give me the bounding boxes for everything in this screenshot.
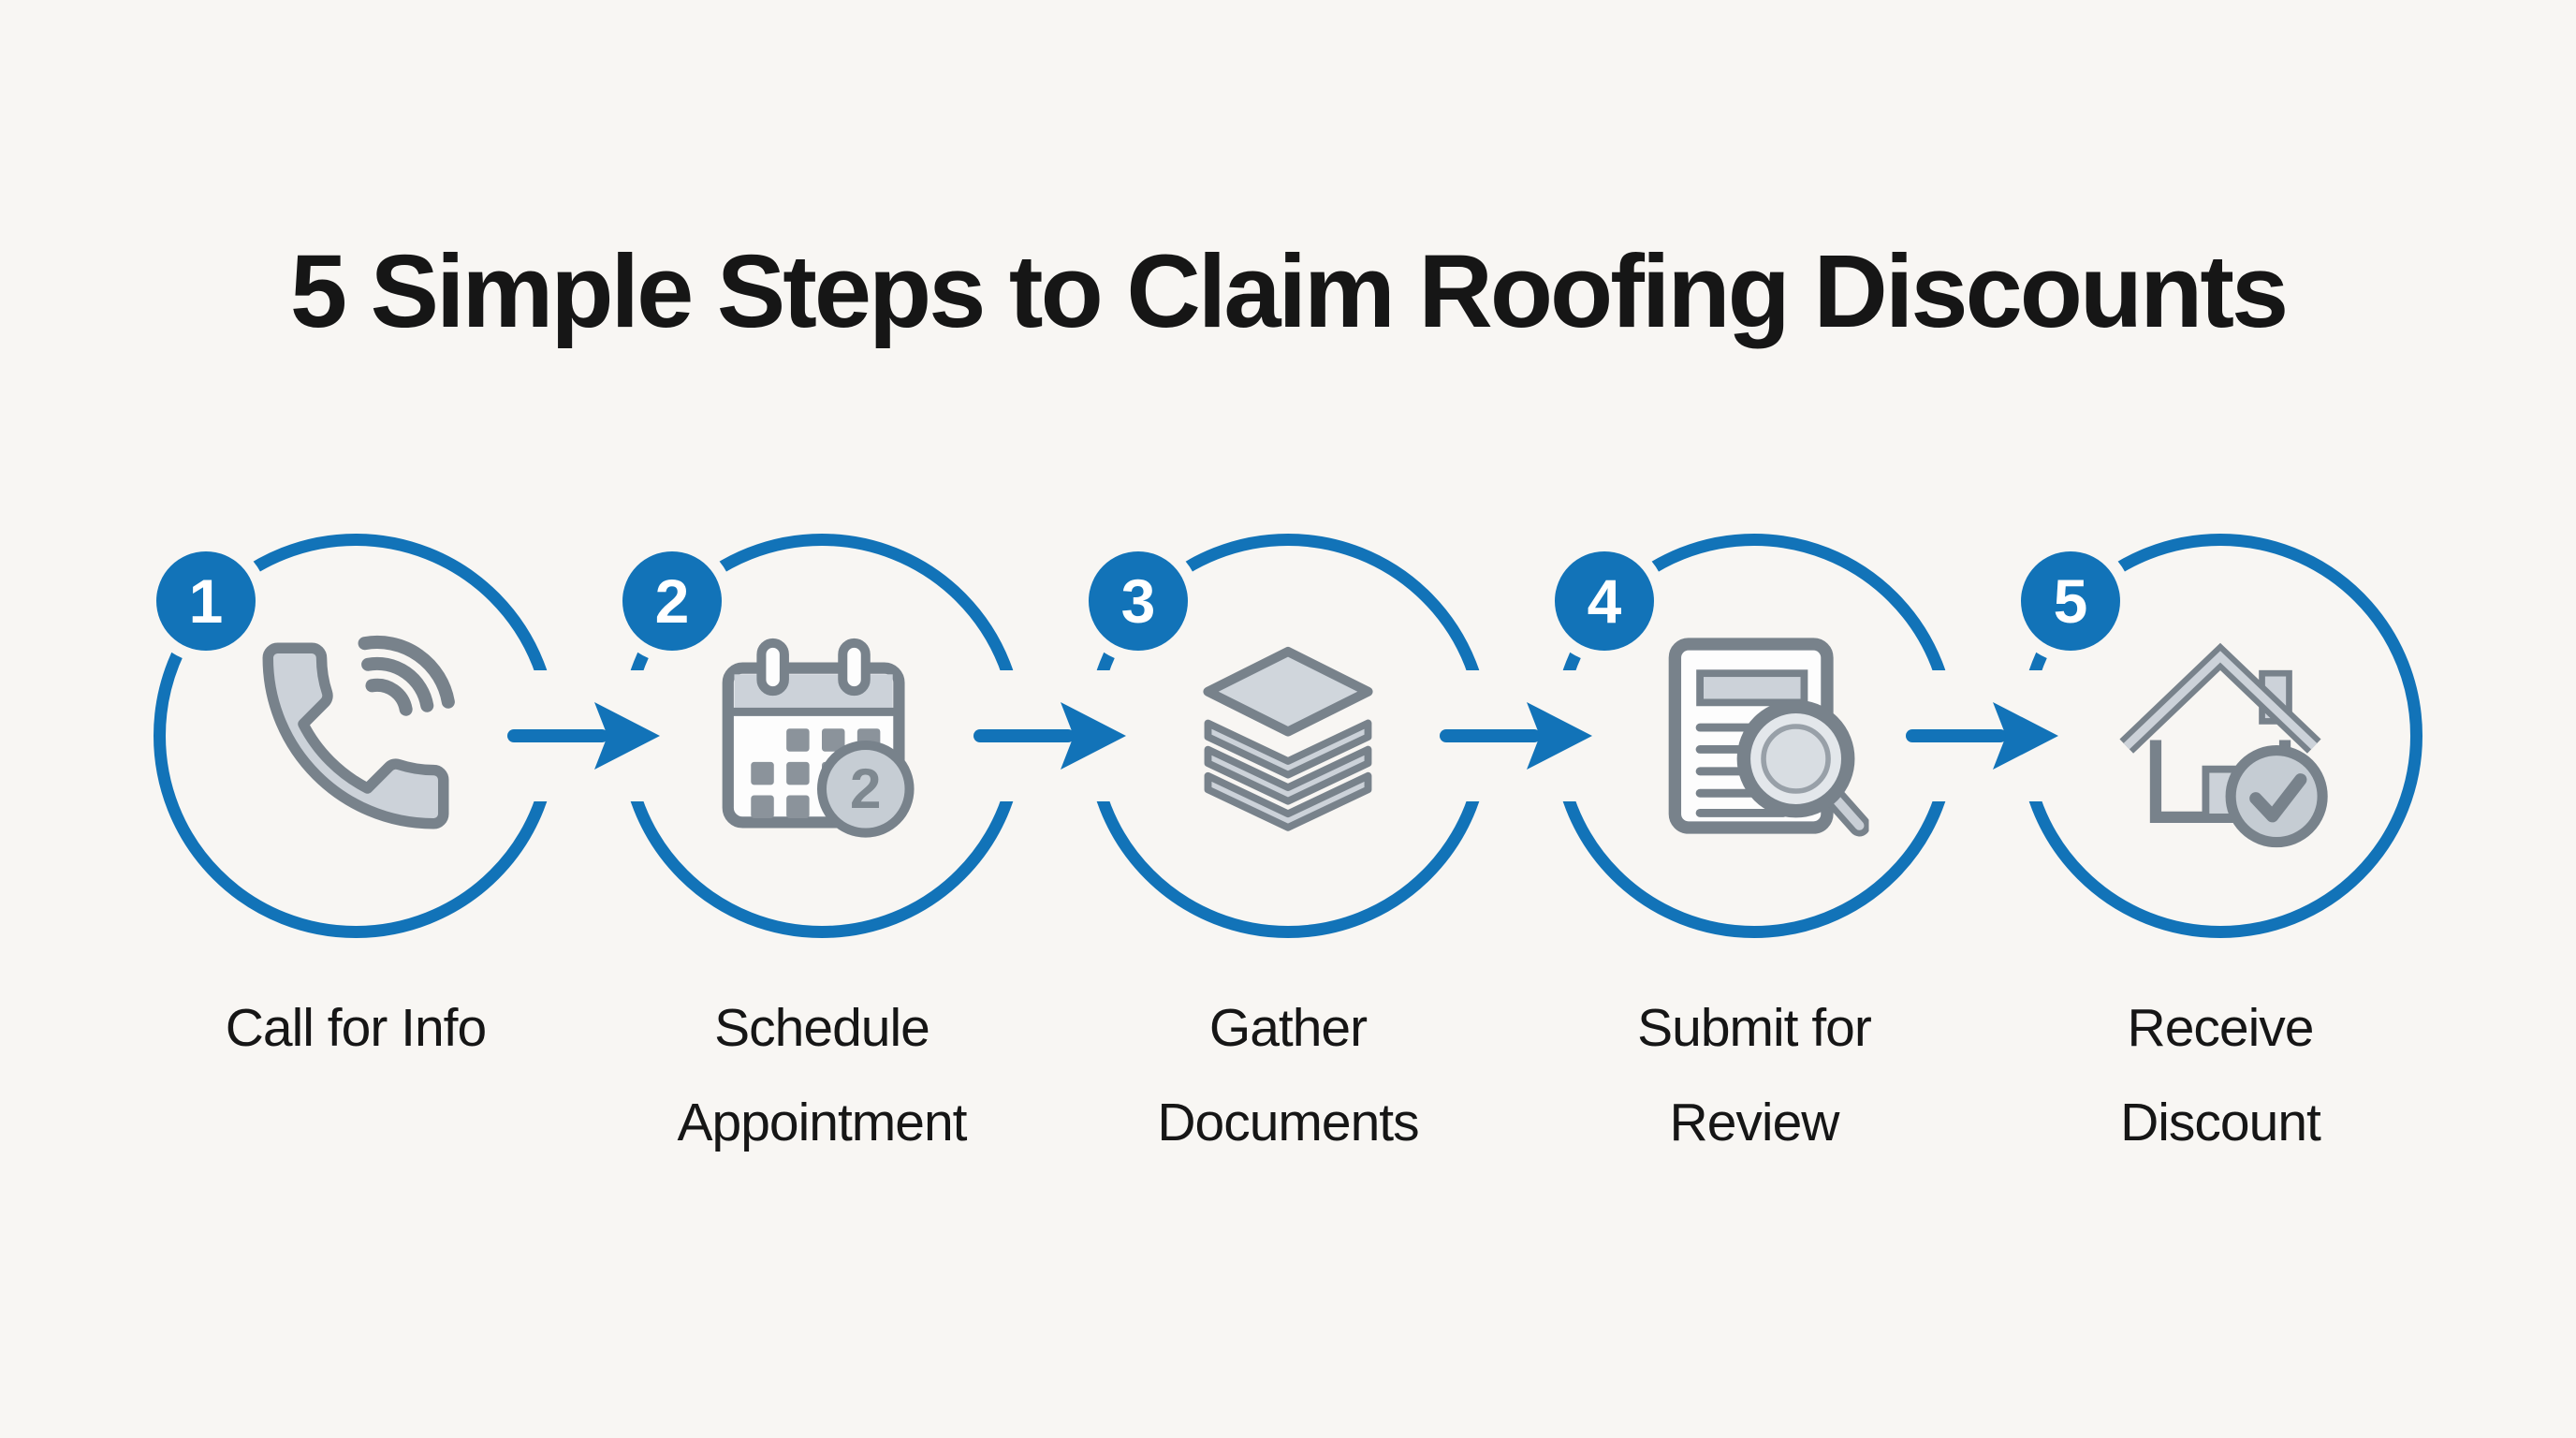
calendar-day-number: 2 xyxy=(850,757,881,820)
step-2-number-badge: 2 xyxy=(622,551,722,651)
document-search-icon xyxy=(1668,638,1869,837)
arrow-icon xyxy=(1437,670,1605,801)
page-title: 5 Simple Steps to Claim Roofing Discount… xyxy=(289,234,2289,349)
step-3-number: 3 xyxy=(1120,566,1156,636)
phone-icon xyxy=(262,635,455,829)
arrow-icon xyxy=(1903,670,2071,801)
arrow-icon xyxy=(505,670,673,801)
step-5-label: Receive Discount xyxy=(2120,998,2321,1153)
step-5-number-badge: 5 xyxy=(2021,551,2120,651)
step-2-number: 2 xyxy=(654,566,690,636)
step-4: 4 xyxy=(1552,534,1956,938)
step-1-number: 1 xyxy=(188,566,224,636)
step-5: 5 xyxy=(2018,534,2422,938)
step-3-label: Gather Documents xyxy=(1157,998,1419,1153)
step-4-number-badge: 4 xyxy=(1555,551,1654,651)
step-3-number-badge: 3 xyxy=(1089,551,1188,651)
step-4-number: 4 xyxy=(1587,566,1622,636)
step-1-label: Call for Info xyxy=(225,998,487,1058)
step-5-number: 5 xyxy=(2053,566,2088,636)
house-check-icon xyxy=(2119,642,2328,848)
step-3: 3 xyxy=(1086,534,1490,938)
arrow-icon xyxy=(971,670,1139,801)
step-2-label: Schedule Appointment xyxy=(677,998,967,1153)
calendar-icon: 2 xyxy=(722,638,915,838)
step-2: 2 2 xyxy=(620,534,1024,938)
step-1: 1 xyxy=(154,534,558,938)
step-1-number-badge: 1 xyxy=(156,551,256,651)
step-4-label: Submit for Review xyxy=(1637,998,1872,1153)
layers-icon xyxy=(1203,646,1373,831)
